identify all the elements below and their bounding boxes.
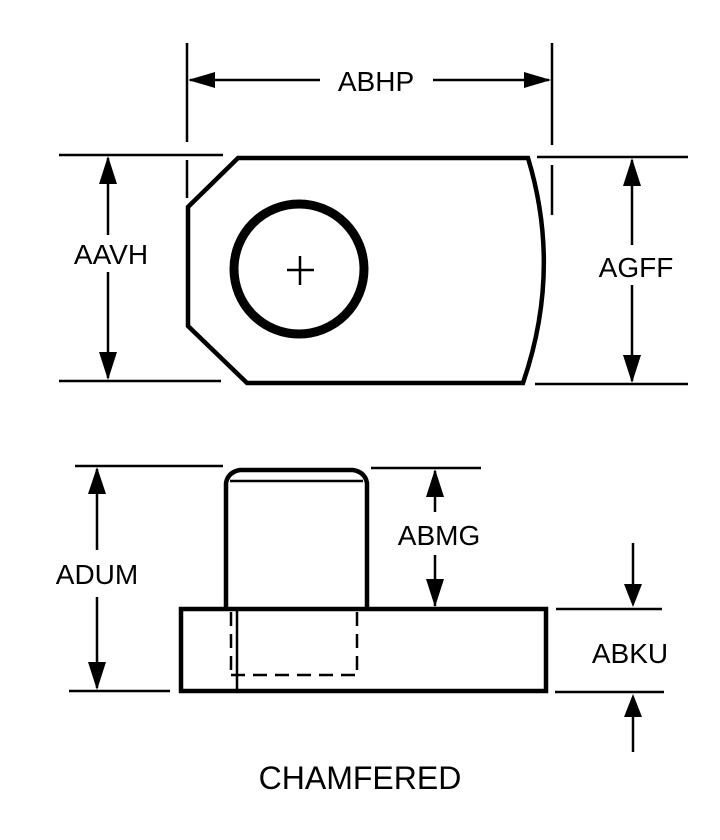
- base-plate-outline: [178, 606, 549, 694]
- drawing-caption: CHAMFERED: [259, 760, 462, 796]
- side-view: ADUM ABMG ABKU: [56, 464, 668, 752]
- abmg-arrow-up-icon: [426, 469, 444, 497]
- adum-arrow-down-icon: [88, 662, 106, 690]
- abku-label: ABKU: [592, 638, 668, 669]
- abmg-arrow-down-icon: [426, 579, 444, 607]
- top-view: ABHP AAVH AGFF: [59, 43, 688, 386]
- hole-circle: [229, 199, 369, 339]
- aavh-arrow-down-icon: [99, 352, 117, 380]
- abmg-label: ABMG: [398, 520, 480, 551]
- abhp-arrow-left-icon: [188, 72, 215, 88]
- aavh-arrow-up-icon: [99, 156, 117, 184]
- abku-arrow-up-icon: [624, 694, 642, 717]
- aavh-label: AAVH: [74, 239, 148, 270]
- stud-outline: [223, 467, 370, 609]
- agff-arrow-down-icon: [623, 355, 641, 383]
- top-view-outline: [185, 155, 547, 386]
- abhp-arrow-right-icon: [524, 72, 551, 88]
- agff-label: AGFF: [599, 252, 674, 283]
- agff-arrow-up-icon: [623, 158, 641, 186]
- abku-arrow-down-icon: [624, 584, 642, 607]
- adum-label: ADUM: [56, 559, 138, 590]
- abhp-label: ABHP: [338, 66, 414, 97]
- adum-arrow-up-icon: [88, 467, 106, 494]
